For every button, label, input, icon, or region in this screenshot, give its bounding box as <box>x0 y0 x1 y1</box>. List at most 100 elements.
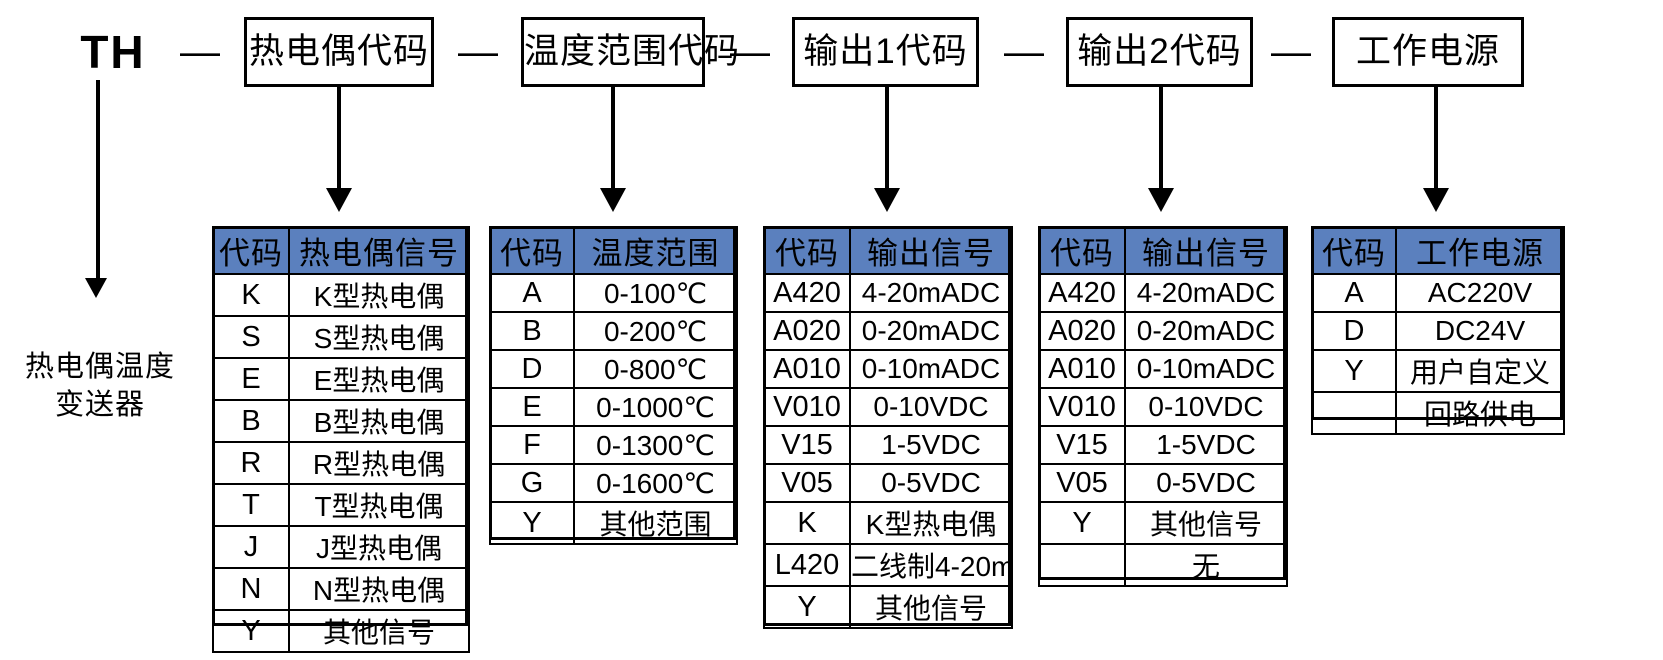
cell-code: A020 <box>1038 311 1126 351</box>
cell-description: K型热电偶 <box>849 501 1013 545</box>
separator-dash-4: — <box>1004 30 1044 74</box>
table-row[interactable]: 无 <box>1038 543 1288 587</box>
cell-code: B <box>212 399 290 443</box>
cell-description: S型热电偶 <box>288 315 470 359</box>
separator-dash-1: — <box>180 30 220 74</box>
table-header-row: 代码 输出信号 <box>763 226 1013 275</box>
arrow-head-prefix <box>85 278 107 298</box>
cell-description: 0-800℃ <box>573 349 738 389</box>
column-header-signal: 输出信号 <box>1124 226 1288 275</box>
cell-code: S <box>212 315 290 359</box>
cell-description: 0-20mADC <box>1124 311 1288 351</box>
cell-description: 其他信号 <box>288 609 470 653</box>
cell-code: A420 <box>763 273 851 313</box>
cell-code: V15 <box>763 425 851 465</box>
cell-code-empty <box>1311 391 1397 435</box>
cell-code: Y <box>763 585 851 629</box>
cell-description: 无 <box>1124 543 1288 587</box>
cell-description: 回路供电 <box>1395 391 1565 435</box>
cell-description: 0-10mADC <box>1124 349 1288 389</box>
cell-description: 0-10VDC <box>849 387 1013 427</box>
cell-code: K <box>212 273 290 317</box>
column-header-code: 代码 <box>212 226 290 275</box>
cell-description: 1-5VDC <box>1124 425 1288 465</box>
cell-code: V010 <box>763 387 851 427</box>
table-header-row: 代码 工作电源 <box>1311 226 1565 275</box>
product-caption-line-1: 热电偶温度 <box>24 351 175 383</box>
cell-description: B型热电偶 <box>288 399 470 443</box>
segment-box-power-supply-code: 工作电源 <box>1332 17 1524 87</box>
connector-line-thermocouple <box>337 87 341 190</box>
cell-description: 用户自定义 <box>1395 349 1565 393</box>
separator-dash-2: — <box>458 30 498 74</box>
cell-code: D <box>489 349 575 389</box>
cell-code: G <box>489 463 575 503</box>
cell-code: V05 <box>763 463 851 503</box>
cell-code: A020 <box>763 311 851 351</box>
column-header-signal: 热电偶信号 <box>288 226 470 275</box>
cell-code: Y <box>1038 501 1126 545</box>
connector-line-output2 <box>1159 87 1163 190</box>
cell-code: A010 <box>763 349 851 389</box>
segment-box-output1-code: 输出1代码 <box>792 17 979 87</box>
product-caption-line-2: 变送器 <box>54 389 145 421</box>
cell-code: D <box>1311 311 1397 351</box>
cell-description: 0-5VDC <box>849 463 1013 503</box>
product-caption: 热电偶温度 变送器 <box>0 348 200 424</box>
cell-description: 0-1000℃ <box>573 387 738 427</box>
model-code-row: TH — 热电偶代码 — 温度范围代码 — 输出1代码 — 输出2代码 — 工作… <box>0 14 1663 90</box>
cell-code: A <box>489 273 575 313</box>
cell-code: A <box>1311 273 1397 313</box>
arrow-head-thermocouple <box>326 188 352 212</box>
column-header-range: 温度范围 <box>573 226 738 275</box>
cell-description: 0-20mADC <box>849 311 1013 351</box>
cell-description: 二线制4-20mA <box>849 543 1013 587</box>
cell-code: L420 <box>763 543 851 587</box>
cell-code: E <box>489 387 575 427</box>
segment-box-output2-code: 输出2代码 <box>1066 17 1253 87</box>
column-header-signal: 输出信号 <box>849 226 1013 275</box>
table-row[interactable]: 回路供电 <box>1311 391 1565 435</box>
cell-code: Y <box>212 609 290 653</box>
cell-code: Y <box>489 501 575 545</box>
